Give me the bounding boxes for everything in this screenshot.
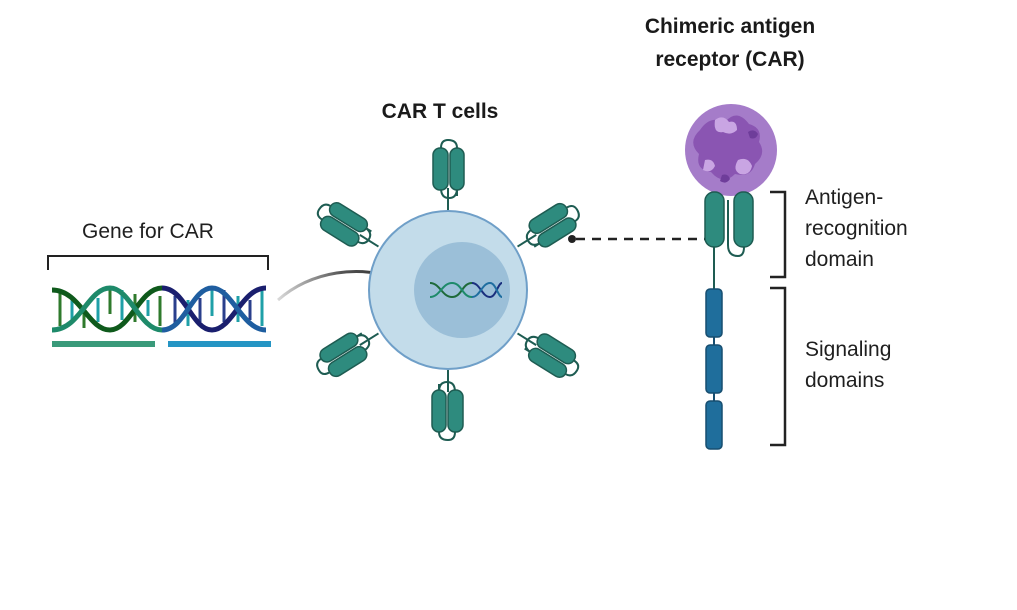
car-title-line1: Chimeric antigen xyxy=(644,15,816,38)
signaling-domains xyxy=(705,288,723,450)
signaling-bracket xyxy=(770,286,787,447)
gene-segment-bar-1 xyxy=(52,341,155,347)
gene-bracket xyxy=(47,255,269,270)
car-title-line2: receptor (CAR) xyxy=(655,48,805,71)
antigen-recognition-domain xyxy=(704,191,754,290)
gene-segment-bar-2 xyxy=(168,341,271,347)
antigen-label-line2: recognition xyxy=(805,217,908,240)
signaling-label-line1: Signaling xyxy=(805,338,892,361)
car-t-cells-title: CAR T cells xyxy=(381,100,499,123)
antigen-label-line1: Antigen- xyxy=(805,186,884,209)
signaling-label-line2: domains xyxy=(805,369,885,392)
gene-label: Gene for CAR xyxy=(82,220,214,243)
antigen-bracket xyxy=(770,190,787,279)
dna-helix-large-icon xyxy=(51,285,267,333)
car-t-cell xyxy=(309,139,587,441)
dna-helix-small-icon xyxy=(429,281,503,299)
antigen-icon xyxy=(685,104,777,196)
dashed-connector xyxy=(568,235,710,243)
antigen-label-line3: domain xyxy=(805,248,874,271)
